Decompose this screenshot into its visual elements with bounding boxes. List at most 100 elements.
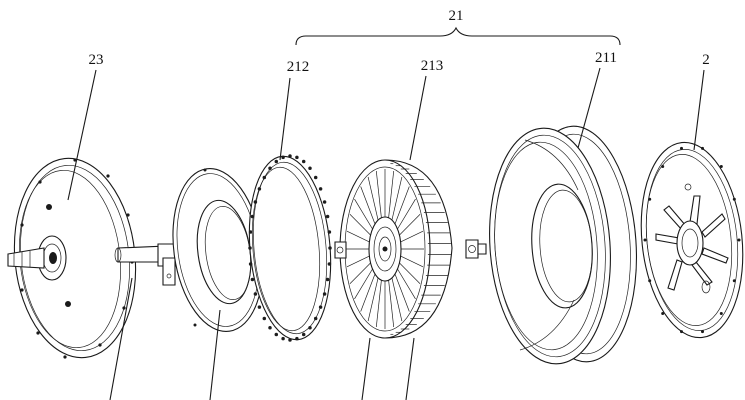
- ring-tooth: [253, 292, 258, 296]
- ring-tooth: [248, 230, 253, 234]
- cover-bolt: [701, 146, 704, 150]
- rotor-spoke: [367, 176, 379, 221]
- ring-tooth: [268, 166, 272, 171]
- cover-bolt: [701, 330, 704, 334]
- rotor-spoke: [360, 186, 376, 225]
- leader-ring: [209, 309, 221, 400]
- ring-tooth: [313, 175, 318, 180]
- ring-tooth: [327, 262, 332, 266]
- label-213: 213: [421, 58, 444, 74]
- leader-213: [409, 75, 427, 161]
- ring-tooth: [248, 246, 252, 250]
- cover-bolt: [643, 238, 647, 242]
- label-2: 2: [702, 52, 710, 68]
- leader-211: [577, 67, 601, 149]
- rotor-spoke: [391, 277, 403, 322]
- cover-bolt: [732, 279, 736, 283]
- rotor-spoke: [394, 186, 410, 225]
- rotor-spoke: [400, 230, 424, 243]
- label-23: 23: [89, 52, 104, 68]
- ring-tooth: [268, 325, 272, 330]
- rotor-spoke: [394, 273, 410, 312]
- rotor-spoke: [397, 268, 416, 300]
- leader-shaft: [109, 277, 133, 400]
- ring-tooth: [318, 187, 323, 191]
- ring-tooth: [281, 336, 285, 341]
- ring-tooth: [257, 305, 262, 309]
- ring-tooth: [308, 325, 312, 330]
- leader-lines: [67, 67, 705, 400]
- ring-tooth: [262, 316, 267, 321]
- leader-212: [279, 77, 291, 161]
- rotor-spoke: [391, 176, 403, 221]
- cover-bolt: [648, 279, 652, 283]
- ring-tooth: [325, 214, 330, 219]
- rotor-spoke: [354, 268, 373, 300]
- ring-tooth: [248, 262, 253, 266]
- rotor-spoke: [388, 170, 395, 218]
- part-23-shaft-cover: [7, 157, 183, 359]
- ring-tooth: [295, 336, 299, 341]
- ring-tooth: [250, 277, 255, 282]
- ring-tooth: [253, 200, 258, 204]
- rotor-spoke: [367, 277, 379, 322]
- label-212: 212: [287, 59, 310, 75]
- rotor-spoke: [346, 255, 370, 268]
- part-bearing-ring: [172, 168, 264, 332]
- cover-bolt: [661, 312, 665, 315]
- cover-bolt: [680, 146, 683, 150]
- ring-tooth: [328, 246, 332, 250]
- ring-tooth: [274, 332, 279, 337]
- ring-tooth: [322, 200, 327, 204]
- ring-tooth: [281, 155, 285, 160]
- leader-rotor-a: [361, 337, 371, 400]
- rotor-spoke: [399, 262, 421, 284]
- cover-bolt: [719, 312, 723, 315]
- rotor-spoke: [349, 262, 371, 284]
- rotor-spoke: [346, 230, 370, 243]
- ring-tooth: [274, 159, 279, 164]
- cover-bolt: [719, 165, 723, 168]
- group-bracket: [295, 26, 621, 46]
- ring-tooth: [322, 292, 327, 296]
- rotor-spoke: [349, 214, 371, 236]
- rotor-spoke: [399, 214, 421, 236]
- cover-bolt: [732, 197, 736, 201]
- part-213-rotor: [334, 159, 453, 339]
- label-21: 21: [449, 8, 464, 24]
- cover-bolt: [648, 197, 652, 201]
- ring-tooth: [301, 159, 306, 164]
- ring-tooth: [318, 305, 323, 309]
- rotor-spoke: [360, 273, 376, 312]
- rotor-spoke: [388, 280, 395, 328]
- rotor-spoke: [354, 198, 373, 230]
- ring-tooth: [262, 175, 267, 180]
- ring-tooth: [327, 230, 332, 234]
- ring-tooth: [301, 332, 306, 337]
- leader-23: [67, 69, 97, 201]
- rotor-spoke: [375, 170, 382, 218]
- part-212-ring: [248, 154, 332, 342]
- part-2-end-cover: [640, 141, 744, 339]
- ring-tooth: [257, 187, 262, 191]
- cover-bolt: [661, 165, 665, 168]
- part-connector: [465, 239, 487, 259]
- ring-tooth: [308, 166, 312, 171]
- rotor-spoke: [375, 280, 382, 328]
- cover-bolt: [737, 238, 741, 242]
- cover-bolt: [680, 330, 683, 334]
- leader-2: [693, 69, 705, 151]
- leader-rotor-b: [405, 337, 415, 400]
- ring-tooth: [288, 154, 292, 158]
- ring-tooth: [295, 155, 299, 160]
- part-211-stator: [489, 125, 638, 365]
- rotor-spoke: [400, 255, 424, 268]
- ring-tooth: [313, 316, 318, 321]
- ring-tooth: [288, 338, 292, 342]
- ring-tooth: [325, 277, 330, 282]
- ring-tooth: [250, 214, 255, 219]
- label-211: 211: [595, 50, 617, 66]
- rotor-spoke: [397, 198, 416, 230]
